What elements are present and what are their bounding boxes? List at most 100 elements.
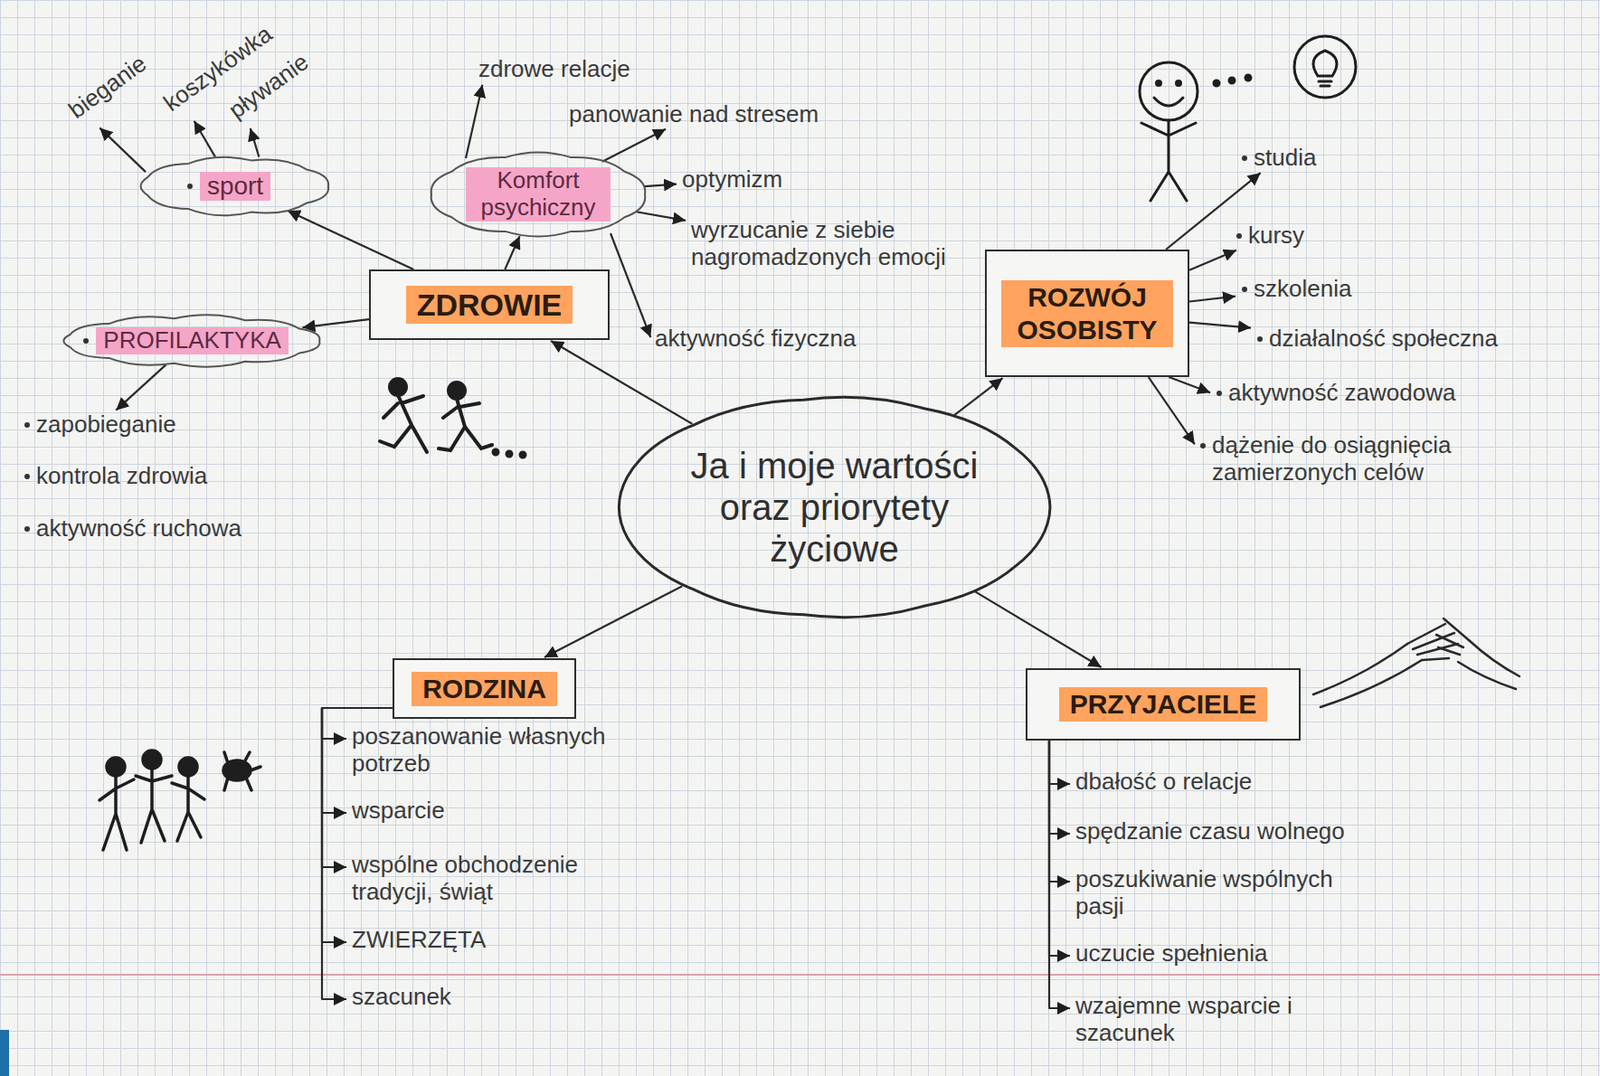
figure-body [135,768,172,843]
connector-arrow [302,319,370,328]
topic-text: wspólne obchodzenie tradycji, świąt [351,852,644,907]
topic-text: aktywność ruchowa [36,515,242,543]
figure-head [179,757,198,777]
topic-text: PROFILAKTYKA [95,327,289,355]
topic-text: dążenie do osiągnięcia zamierzonych celó… [1211,432,1582,487]
topic-text: uczucie spełnienia [1075,940,1268,968]
connector-arrow [1168,377,1211,393]
edge-strip [0,1030,10,1076]
branch-box: ROZWÓJ OSOBISTY [984,249,1190,378]
bullet-item: szkolenia [1237,275,1355,303]
leaf-item: ZWIERZĘTA [348,927,490,955]
topic-text: optymizm [681,166,783,194]
bullet-item: dążenie do osiągnięcia zamierzonych celó… [1195,432,1585,487]
branch-box: PRZYJACIELE [1025,668,1301,741]
dot [493,450,499,455]
topic-text: Ja i moje wartości oraz priorytety życio… [681,444,989,570]
leaf-item: wsparcie [348,797,449,825]
connector-arrow [287,210,414,270]
pet-limbs [224,752,261,791]
connector-arrow [1049,740,1070,1009]
bullet-item: kursy [1231,222,1308,250]
connector-arrow [1189,250,1237,271]
leaf-item: poszanowanie własnych potrzeb [348,723,647,778]
dot [1213,80,1220,86]
connector-arrow [250,128,260,158]
leaf-item: wzajemne wsparcie i szacunek [1071,993,1362,1048]
figure-head [448,382,465,399]
figure-head [142,750,161,769]
connector-arrow [550,340,692,425]
margin-line [0,974,1600,976]
idea-figure [1139,36,1356,201]
topic-text: ZDROWIE [406,285,574,325]
leaf-item: uczucie spełnienia [1071,940,1271,968]
leaf-item: spędzanie czasu wolnego [1071,818,1349,846]
topic-text: PRZYJACIELE [1059,687,1269,722]
figure-body [99,776,134,851]
thought-bubble [1294,36,1356,98]
figure-smile [1154,97,1184,106]
cloud-outline-path [141,157,330,217]
figure-body [1141,120,1196,201]
subtopic-cloud: Komfort psychiczny [425,149,652,240]
connector-arrow [504,236,520,270]
figure-eye [1176,81,1182,86]
topic-text: sport [199,171,271,201]
hand-arm [1457,640,1520,690]
connector-arrow [115,364,166,410]
connector-arrow [544,586,682,658]
leaf-item: zdrowe relacje [474,56,635,84]
topic-text: aktywność fizyczna [654,325,857,353]
running-figures [379,378,526,458]
dot [520,453,526,458]
topic-text: ZWIERZĘTA [351,927,486,955]
topic-text: Komfort psychiczny [465,167,611,222]
cloud-outline-path [63,314,320,368]
hand-arm [1313,643,1422,708]
figure-eye [1156,81,1162,86]
topic-text: poszukiwanie wspólnych pasji [1075,866,1367,921]
topic-text: aktywność zawodowa [1228,379,1456,408]
bullet-item: zapobieganie [19,411,180,439]
figure-head [1139,62,1198,121]
topic-text: poszanowanie własnych potrzeb [351,723,644,778]
figure-head [106,757,125,777]
leaf-item: wyrzucanie z siebie nagromadzonych emocj… [687,217,950,272]
bulb-icon [1313,50,1337,86]
topic-text: działalność społeczna [1268,325,1498,353]
topic-text: szacunek [351,984,452,1012]
topic-text: spędzanie czasu wolnego [1075,818,1345,846]
branch-box: RODZINA [392,658,577,720]
leaf-item: bieganie [60,47,155,127]
topic-text: wsparcie [351,797,445,825]
connector-arrow [954,378,1003,416]
connector-arrow [99,127,146,172]
topic-text: ROZWÓJ OSOBISTY [1001,280,1174,348]
topic-text: dbałość o relacje [1075,768,1252,796]
topic-text: RODZINA [411,672,558,707]
connector-arrow [1189,296,1236,303]
figure-body [379,395,427,453]
topic-text: wzajemne wsparcie i szacunek [1075,993,1358,1048]
topic-text: zdrowe relacje [478,56,631,84]
bullet-item: kontrola zdrowia [19,463,211,491]
topic-text: kontrola zdrowia [36,463,208,491]
topic-text: kursy [1248,222,1305,250]
hand-fingers [1436,618,1469,655]
connector-arrow [1049,740,1070,785]
branch-box: ZDROWIE [369,269,610,341]
figure-body [438,398,493,451]
topic-text: bieganie [64,50,152,125]
leaf-item: dbałość o relacje [1071,768,1256,796]
bullet-item: aktywność zawodowa [1211,379,1459,408]
connector-arrow [194,121,216,158]
central-topic-cloud: Ja i moje wartości oraz priorytety życio… [612,392,1057,623]
leaf-item: szacunek [348,984,455,1012]
connector-arrow [636,211,687,221]
connector-arrow [1189,322,1251,329]
topic-text: zapobieganie [36,411,177,439]
connector-arrow [1148,377,1195,445]
bullet-item: działalność społeczna [1252,325,1502,353]
topic-text: szkolenia [1253,275,1352,303]
